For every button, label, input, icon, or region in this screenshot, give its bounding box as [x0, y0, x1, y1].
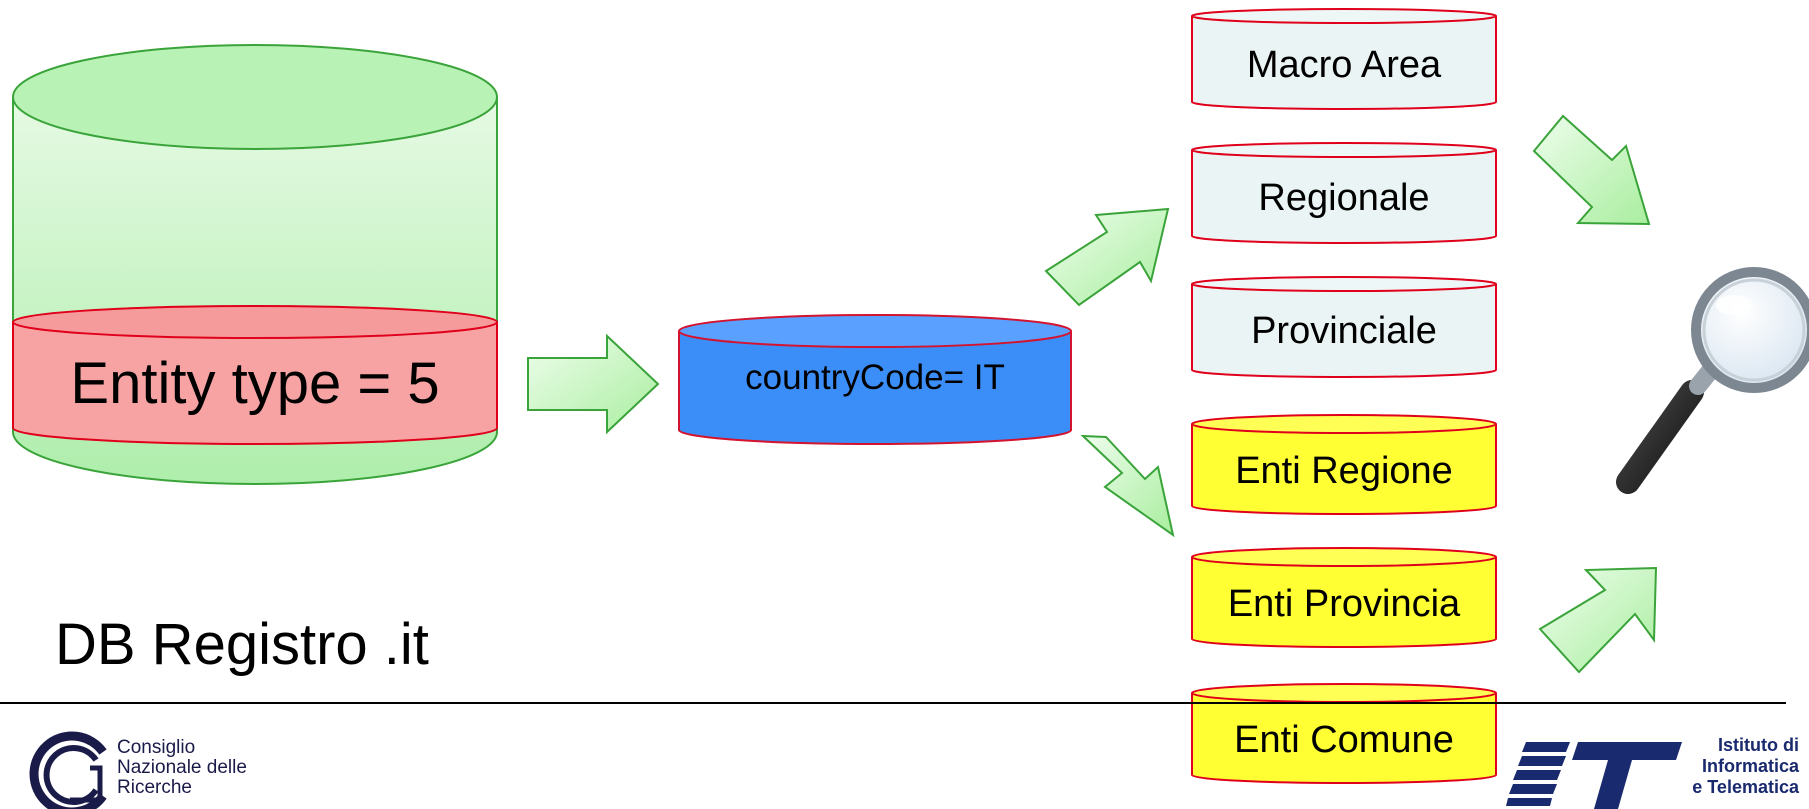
geo-label-regionale: Regionale	[1258, 176, 1430, 219]
db-registro-caption: DB Registro .it	[55, 612, 429, 677]
entity-label-regione: Enti Regione	[1235, 449, 1453, 492]
iit-line-1: Istituto di	[1718, 735, 1799, 755]
cnr-logo-icon	[29, 731, 107, 809]
iit-logo-text: Istituto di Informatica e Telematica	[1692, 735, 1799, 798]
country-filter-label: countryCode= IT	[745, 358, 1005, 397]
cnr-logo-text: Consiglio Nazionale delle Ricerche	[117, 738, 247, 798]
entity-table-regione	[1191, 414, 1497, 515]
magnifying-glass-icon	[1616, 267, 1809, 494]
geo-table-provinciale	[1191, 276, 1497, 378]
geo-table-macro-area	[1191, 8, 1497, 110]
entity-type-filter-label: Entity type = 5	[70, 350, 440, 416]
main-db-cylinder	[12, 44, 498, 485]
cnr-line-2: Nazionale delle	[117, 757, 247, 778]
entity-table-comune	[1191, 683, 1497, 784]
entity-type-filter-band	[12, 305, 498, 445]
geo-label-macro-area: Macro Area	[1246, 43, 1442, 86]
country-filter-cylinder	[678, 314, 1072, 445]
entity-table-provincia	[1191, 547, 1497, 648]
arrow-entities-to-search-icon	[1538, 566, 1658, 674]
cnr-line-3: Ricerche	[117, 777, 192, 798]
iit-logo-icon	[1506, 742, 1682, 809]
arrow-to-entities-icon	[1080, 434, 1175, 538]
geo-table-regionale	[1191, 142, 1497, 244]
arrow-to-country-icon	[527, 333, 660, 435]
arrow-geo-to-search-icon	[1532, 114, 1651, 226]
arrow-to-geo-icon	[1044, 207, 1170, 307]
cnr-line-1: Consiglio	[117, 737, 196, 758]
entity-label-comune: Enti Comune	[1234, 718, 1454, 761]
iit-line-2: Informatica	[1701, 756, 1799, 776]
iit-line-3: e Telematica	[1692, 777, 1799, 797]
entity-label-provincia: Enti Provincia	[1227, 582, 1461, 625]
geo-label-provinciale: Provinciale	[1251, 309, 1437, 352]
